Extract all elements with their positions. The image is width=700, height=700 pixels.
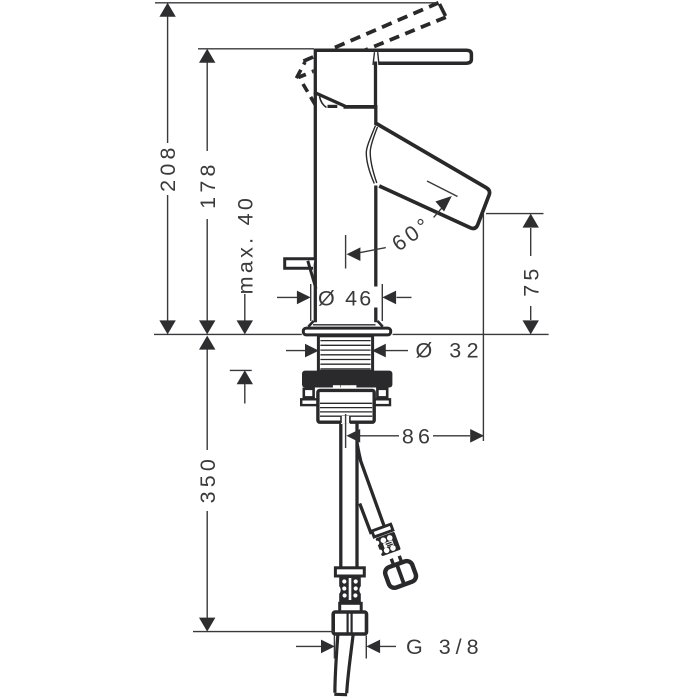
svg-text:G 3/8: G 3/8 (406, 635, 484, 659)
svg-text:Ø 32: Ø 32 (416, 339, 485, 363)
svg-text:86: 86 (402, 424, 434, 448)
svg-text:max. 40: max. 40 (233, 195, 257, 295)
svg-text:75: 75 (519, 264, 543, 296)
svg-text:350: 350 (196, 455, 220, 503)
svg-text:Ø 46: Ø 46 (318, 286, 373, 310)
svg-text:178: 178 (196, 160, 220, 208)
svg-text:208: 208 (156, 143, 180, 191)
